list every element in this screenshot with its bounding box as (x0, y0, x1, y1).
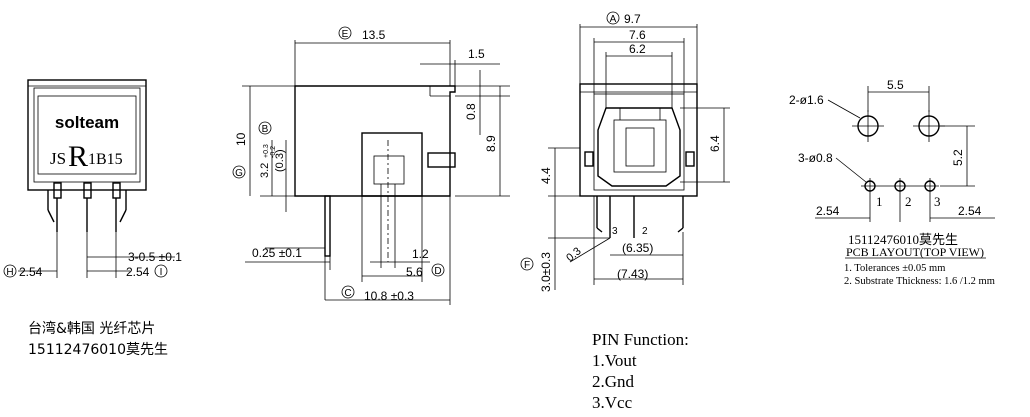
svg-text:E: E (342, 29, 349, 40)
dim-1-2-value: 1.2 (412, 247, 429, 261)
big-holes-label: 2-ø1.6 (789, 93, 824, 107)
pcb-contact: 15112476010莫先生 (848, 232, 959, 247)
dim-0-3-ref: (0.3) (274, 149, 286, 172)
pin-function-item-1: 1.Vout (592, 351, 637, 370)
dim-e-value: 13.5 (362, 28, 386, 42)
part-number-big: R (68, 140, 88, 173)
part-number-prefix: JS (50, 149, 66, 168)
dim-7-6-value: 7.6 (629, 28, 646, 42)
dim-6-4-value: 6.4 (708, 135, 722, 152)
svg-text:C: C (344, 288, 351, 299)
dim-h-value: 2.54 (19, 265, 43, 279)
dim-5-2-value: 5.2 (951, 149, 965, 166)
dim-2-54-right: 2.54 (958, 204, 982, 218)
dim-6-35-value: (6.35) (622, 241, 653, 255)
dim-h-circle (3, 264, 17, 278)
dim-0-25-value: 0.25 ±0.1 (252, 246, 302, 260)
back-port (597, 107, 681, 187)
side-housing (294, 85, 456, 197)
pcb-layout: 5.5 5.2 2-ø1.6 3-ø0.8 2.54 2.54 1 2 3 (789, 78, 995, 259)
pcb-title: PCB LAYOUT(TOP VIEW) (846, 245, 985, 259)
svg-text:+0.3: +0.3 (263, 144, 270, 158)
dim-i-circle (154, 264, 168, 278)
dim-8-9-value: 8.9 (484, 135, 498, 152)
svg-text:B: B (262, 124, 269, 135)
pcb-pin-3: 3 (934, 194, 941, 209)
front-view: solteam JS R 1B15 H 2.54 3-0.5 ±0.1 2.54… (3, 79, 182, 279)
dim-6-2-value: 6.2 (629, 42, 646, 56)
part-number-suffix: 1B15 (88, 151, 123, 168)
pin-function-item-3: 3.Vcc (592, 393, 633, 412)
dim-0-3-back: 0.3 (564, 245, 583, 264)
vendor-note-line1: 台湾&韩国 光纤芯片 (28, 321, 156, 337)
front-housing (27, 79, 147, 191)
svg-text:D: D (434, 266, 441, 277)
svg-text:I: I (160, 267, 163, 278)
svg-text:A: A (610, 14, 617, 25)
pcb-note-1: 1. Tolerances ±0.05 mm (844, 263, 946, 274)
svg-text:G: G (235, 168, 243, 179)
dim-3-0-value: 3.0±0.3 (539, 252, 553, 292)
svg-text:-0.2: -0.2 (270, 146, 277, 158)
dim-3-2-value: 3.2 (259, 163, 271, 178)
pin-function-title: PIN Function: (592, 330, 689, 349)
dim-pins-value: 3-0.5 ±0.1 (128, 250, 182, 264)
dim-10-8-value: 10.8 ±0.3 (364, 289, 414, 303)
brand-logo: solteam (55, 113, 119, 132)
side-view: E 13.5 1.5 0.8 8.9 10 B G 3.2 +0.3 -0.2 … (232, 26, 510, 305)
dim-i-value: 2.54 (126, 265, 150, 279)
pin-function-item-2: 2.Gnd (592, 372, 635, 391)
dim-7-43-value: (7.43) (617, 267, 648, 281)
dim-0-8-value: 0.8 (464, 103, 478, 120)
small-holes-label: 3-ø0.8 (798, 151, 833, 165)
back-housing (579, 83, 698, 197)
back-view: 3 2 A 9.7 7.6 6.2 6.4 4.4 F 3.0±0.3 0.3 (520, 11, 730, 292)
dim-2-54-left: 2.54 (816, 204, 840, 218)
svg-text:2: 2 (642, 226, 648, 237)
pcb-note-2: 2. Substrate Thickness: 1.6 /1.2 mm (844, 276, 995, 287)
pcb-pin-1: 1 (876, 194, 883, 209)
dim-9-7-value: 9.7 (624, 12, 641, 26)
front-inner-frame (33, 87, 141, 183)
svg-text:H: H (6, 267, 13, 278)
pcb-pin-2: 2 (905, 194, 912, 209)
side-connector (361, 132, 423, 197)
vendor-note-line2: 15112476010莫先生 (28, 342, 168, 358)
dim-1-5-value: 1.5 (468, 47, 485, 61)
dim-5-5-value: 5.5 (887, 78, 904, 92)
svg-text:3: 3 (612, 226, 618, 237)
dim-5-6-value: 5.6 (406, 265, 423, 279)
dim-10-value: 10 (234, 132, 248, 146)
svg-text:F: F (524, 260, 530, 271)
dim-4-4-value: 4.4 (539, 167, 553, 184)
front-label-area (37, 95, 137, 175)
